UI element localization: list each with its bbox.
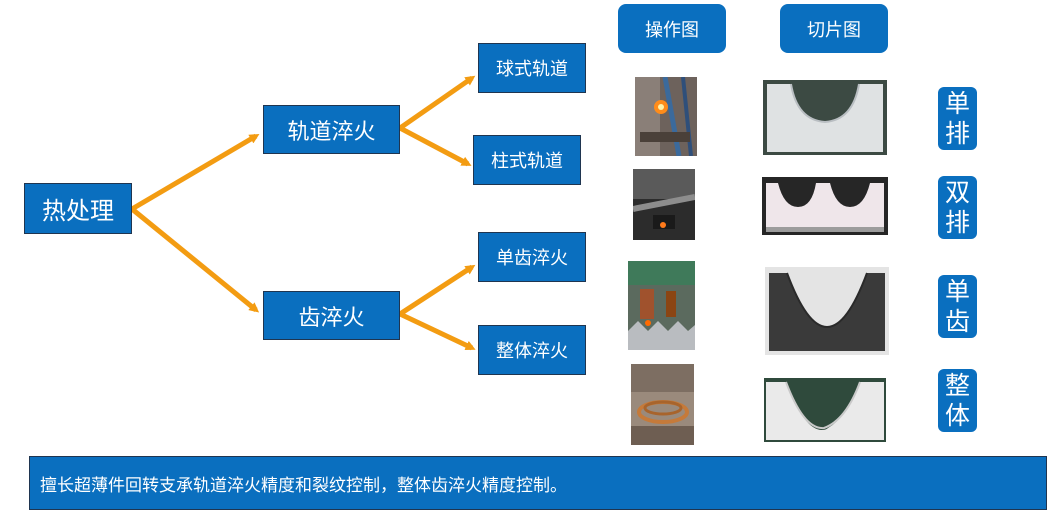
node-single-tooth-quench: 单齿淬火: [478, 232, 586, 282]
summary-text: 擅长超薄件回转支承轨道淬火精度和裂纹控制，整体齿淬火精度控制。: [40, 475, 567, 496]
row-label-char: 整: [944, 370, 970, 400]
arrow-tooth-to-whole: [398, 311, 476, 351]
row-label-double-row: 双 排: [938, 176, 977, 239]
operation-photo-whole: [631, 364, 694, 445]
row-label-single-row: 单 排: [938, 87, 977, 150]
arrow-root-to-tooth: [130, 207, 260, 313]
summary-banner: 擅长超薄件回转支承轨道淬火精度和裂纹控制，整体齿淬火精度控制。: [29, 456, 1047, 510]
row-label-char: 排: [944, 118, 970, 148]
node-track-quench: 轨道淬火: [263, 105, 400, 154]
arrow-tooth-to-single: [398, 264, 476, 317]
node-whole-quench: 整体淬火: [478, 325, 586, 375]
header-slice-image: 切片图: [780, 4, 888, 53]
row-label-whole: 整 体: [938, 369, 977, 432]
row-label-char: 齿: [944, 306, 970, 336]
operation-photo-double-row: [633, 169, 695, 240]
slice-photo-single-row: [763, 80, 887, 155]
header-operation-image: 操作图: [618, 4, 726, 53]
row-label-char: 双: [944, 177, 970, 207]
arrow-root-to-track: [130, 133, 260, 212]
slice-photo-double-row: [762, 177, 888, 235]
row-label-single-tooth: 单 齿: [938, 275, 977, 338]
arrow-track-to-cylinder: [398, 125, 472, 167]
operation-photo-single-row: [635, 77, 697, 156]
row-label-char: 单: [944, 276, 970, 306]
slice-photo-whole: [764, 378, 886, 442]
node-tooth-quench: 齿淬火: [263, 291, 400, 340]
row-label-char: 体: [944, 400, 970, 430]
arrow-track-to-ball: [398, 75, 476, 131]
row-label-char: 排: [944, 207, 970, 237]
node-heat-treatment: 热处理: [24, 183, 132, 234]
node-cylinder-track: 柱式轨道: [473, 135, 581, 185]
node-ball-track: 球式轨道: [478, 43, 586, 93]
operation-photo-single-tooth: [628, 261, 695, 350]
slice-photo-single-tooth: [765, 267, 889, 355]
row-label-char: 单: [944, 88, 970, 118]
